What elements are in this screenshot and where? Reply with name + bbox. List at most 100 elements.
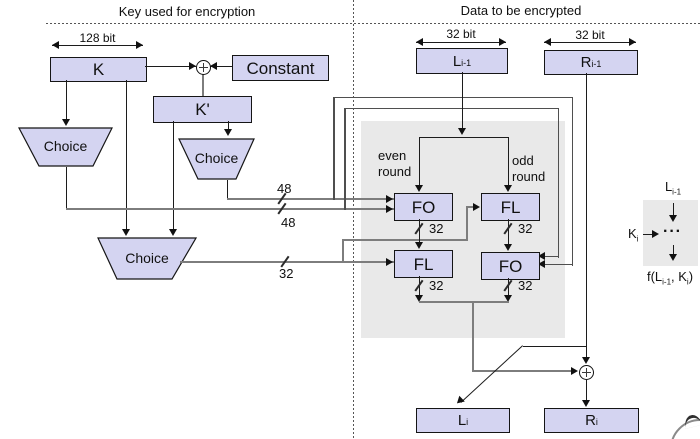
choice3-shape <box>97 237 198 280</box>
wire-32-branch-entry <box>466 206 474 208</box>
odd-round-label: odd round <box>512 153 545 185</box>
l-prev-main: L <box>452 52 462 70</box>
bus-32l-arrow-left <box>416 38 423 46</box>
wire-fo-odd-out <box>508 278 509 296</box>
arrow-k-to-xor <box>189 62 196 70</box>
choice3-label: Choice <box>125 249 169 266</box>
wire-split-left <box>419 137 420 186</box>
left-section-title: Key used for encryption <box>118 4 256 19</box>
mini-lprev-label: Li-1 <box>650 179 696 197</box>
arrow-f-into-xor <box>571 367 578 375</box>
wire-f-to-xor <box>472 370 572 372</box>
wire-kprime-to-choice2 <box>228 121 229 131</box>
loop-inner-right <box>557 107 559 258</box>
arrow-into-choice1 <box>62 119 70 126</box>
wire-split <box>419 137 508 138</box>
bus-32l-label: 32 bit <box>446 27 476 41</box>
even-word: even <box>378 148 407 163</box>
mini-f-label: f(Li-1, Ki) <box>638 269 700 287</box>
xor-data-icon <box>579 365 594 380</box>
mini-f-sub1: i-1 <box>662 277 672 287</box>
wire-f-stem <box>472 301 474 371</box>
arrow-inner-into-fo-odd <box>538 252 545 260</box>
wire-k-to-xor <box>145 66 196 67</box>
l-out-sub: i <box>466 417 469 427</box>
r-prev-sub: i-1 <box>591 59 602 69</box>
wire-xor-to-r-out <box>586 379 587 402</box>
arrow-into-l-out <box>454 395 465 407</box>
arrow-kprime-into-choice3 <box>169 229 177 236</box>
bus-128-line <box>52 45 143 46</box>
key-kprime-label: K' <box>195 100 210 119</box>
arrow-32-into-fl-odd <box>473 203 480 211</box>
wire-xor-to-kprime <box>202 72 204 96</box>
mini-f-pre: f(L <box>646 269 663 284</box>
mini-lprev-main: L <box>664 179 673 194</box>
bus-32r-arrow-left <box>544 38 551 46</box>
wire-rprev-branch <box>523 346 586 347</box>
mini-f-post: ) <box>688 269 694 284</box>
odd-round-word: round <box>512 169 546 184</box>
arrow-k-into-choice3 <box>122 229 130 236</box>
bus-48a-label: 48 <box>277 181 292 196</box>
arrow-rprev-into-xor <box>582 357 590 364</box>
arrow-into-fo-even <box>415 185 423 192</box>
section-divider-horizontal <box>46 23 700 24</box>
wire-fo-even-out <box>419 219 420 243</box>
mini-ki-label: Ki <box>628 226 638 244</box>
key-kprime-box: K' <box>153 96 252 123</box>
right-section-title: Data to be encrypted <box>460 3 582 18</box>
mini-f-mid: , K <box>671 269 687 284</box>
mini-arrow2-line <box>673 245 674 256</box>
bus-fo-even-label: 32 <box>429 221 444 236</box>
fl-even-box: FL <box>394 250 453 278</box>
bus-48b-label: 48 <box>281 215 296 230</box>
arrow-48b-into-fo <box>386 205 393 213</box>
arrow-48a-into-fo <box>386 195 393 203</box>
bus-32r-label: 32 bit <box>575 28 605 42</box>
mini-dots: ··· <box>663 223 682 240</box>
bus-32l-arrow-right <box>499 38 506 46</box>
wire-32-branch-across <box>342 239 468 241</box>
arrow-into-fo-odd <box>504 244 512 251</box>
even-round-label: even round <box>378 148 411 180</box>
fo-odd-label: FO <box>498 256 523 276</box>
wire-k-to-choice3 <box>126 80 127 231</box>
fo-odd-box: FO <box>481 252 540 280</box>
key-k-box: K <box>50 57 147 82</box>
arrow-into-choice2 <box>224 129 232 136</box>
constant-box: Constant <box>232 55 329 81</box>
loop-inner-left <box>344 108 346 210</box>
l-prev-sub: i-1 <box>461 57 472 68</box>
loop-outer-left <box>333 97 335 200</box>
wire-fl-even-out <box>419 276 420 296</box>
arrow-lprev-split <box>458 128 466 135</box>
constant-label: Constant <box>246 58 315 78</box>
r-out-sub: i <box>595 417 598 427</box>
fl-odd-label: FL <box>500 197 521 217</box>
bus-128-label: 128 bit <box>79 31 116 45</box>
mini-ki-sub: i <box>636 234 639 244</box>
r-out-main: R <box>585 412 596 429</box>
wire-split-right <box>508 137 509 186</box>
arrow-into-fl-even <box>415 242 423 249</box>
wire-f-merge <box>419 301 509 303</box>
mini-f-sub2: i <box>686 277 689 287</box>
choice3-box: Choice <box>97 237 198 280</box>
bus-32r-line <box>544 42 636 43</box>
wire-lprev-down <box>462 72 463 130</box>
wire-choice2-down <box>227 180 228 200</box>
wire-rprev-down <box>586 73 587 359</box>
l-out-main: L <box>457 412 467 429</box>
loop-inner-top <box>344 107 559 109</box>
choice1-shape <box>18 127 113 167</box>
loop-outer-entry <box>545 263 573 265</box>
bus-128-arrow-right <box>136 41 143 49</box>
xor-key-icon <box>196 60 211 75</box>
mini-lprev-sub: i-1 <box>672 187 682 197</box>
arrow-fo-odd-out <box>504 295 512 302</box>
wire-constant-to-xor <box>210 66 232 67</box>
